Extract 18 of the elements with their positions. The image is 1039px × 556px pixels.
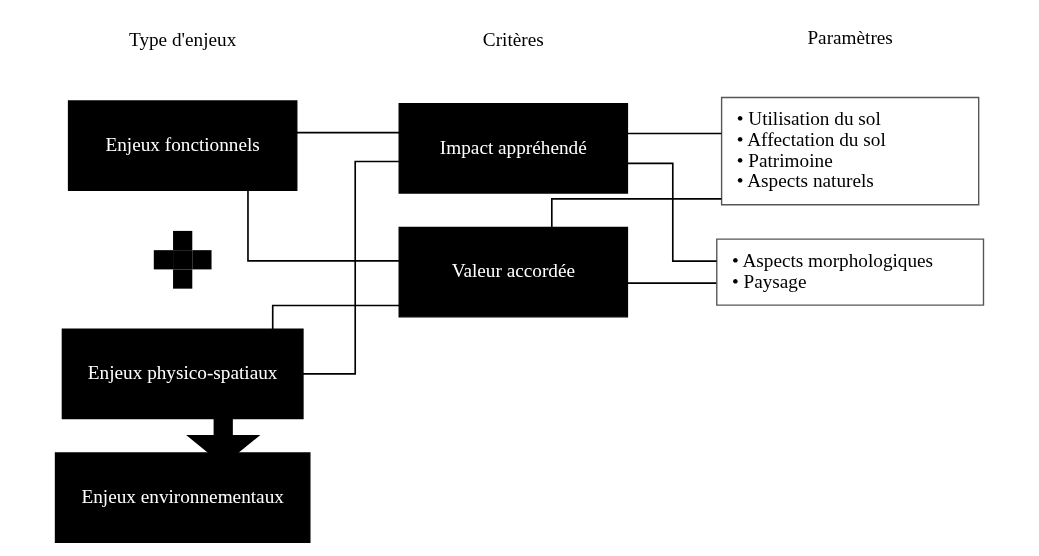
node-box: Enjeux fonctionnels (67, 100, 298, 192)
connector (627, 282, 718, 284)
node-box: • Utilisation du sol • Affectation du sol • Patrimoine • Aspects naturels (720, 96, 980, 206)
node-box: Impact appréhendé (398, 103, 629, 194)
connector (551, 198, 723, 229)
label: Paramètres (807, 26, 893, 48)
label: Critères (482, 29, 544, 51)
node-box: Enjeux physico-spatiaux (61, 328, 304, 420)
node-box: Valeur accordée (398, 226, 629, 318)
node-box: • Aspects morphologiques • Paysage (716, 238, 985, 306)
connector (302, 160, 400, 375)
label: Type d'enjeux (129, 29, 237, 51)
connector (627, 132, 723, 135)
node-box: Enjeux environnementaux (54, 452, 311, 543)
connector (296, 131, 400, 134)
connector (271, 304, 400, 330)
connector (247, 189, 400, 262)
connector (626, 162, 718, 262)
